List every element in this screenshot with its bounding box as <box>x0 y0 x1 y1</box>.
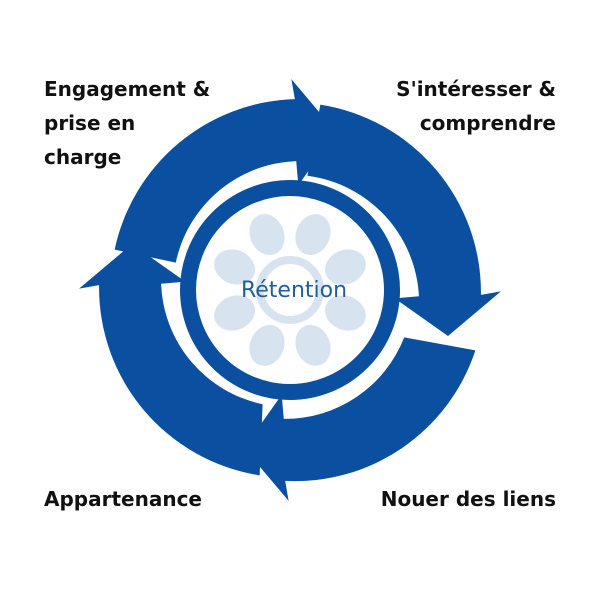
wheel-pad <box>295 214 331 256</box>
stage-label-sinteresser: S'intéresser & comprendre <box>396 77 556 135</box>
wheel-pad <box>249 214 285 256</box>
center-label: Rétention <box>241 278 347 303</box>
wheel-pad <box>249 324 285 366</box>
wheel-icon <box>214 214 366 366</box>
cycle-arrows <box>79 79 501 501</box>
wheel-pad <box>324 295 366 331</box>
stage-label-appartenance: Appartenance <box>44 487 202 511</box>
wheel-pad <box>295 324 331 366</box>
wheel-pad <box>324 249 366 285</box>
arrow-top-left <box>114 79 336 263</box>
wheel-hub <box>256 256 324 324</box>
stage-label-engagement: Engagement & prise en charge <box>44 77 211 169</box>
arrow-bottom-right <box>244 337 476 501</box>
stage-label-nouer-liens: Nouer des liens <box>380 487 556 511</box>
arrow-top-right <box>307 104 501 336</box>
arrow-bottom-left <box>79 244 263 476</box>
inner-ring <box>180 180 400 400</box>
wheel-pad <box>214 295 256 331</box>
wheel-pad <box>214 249 256 285</box>
